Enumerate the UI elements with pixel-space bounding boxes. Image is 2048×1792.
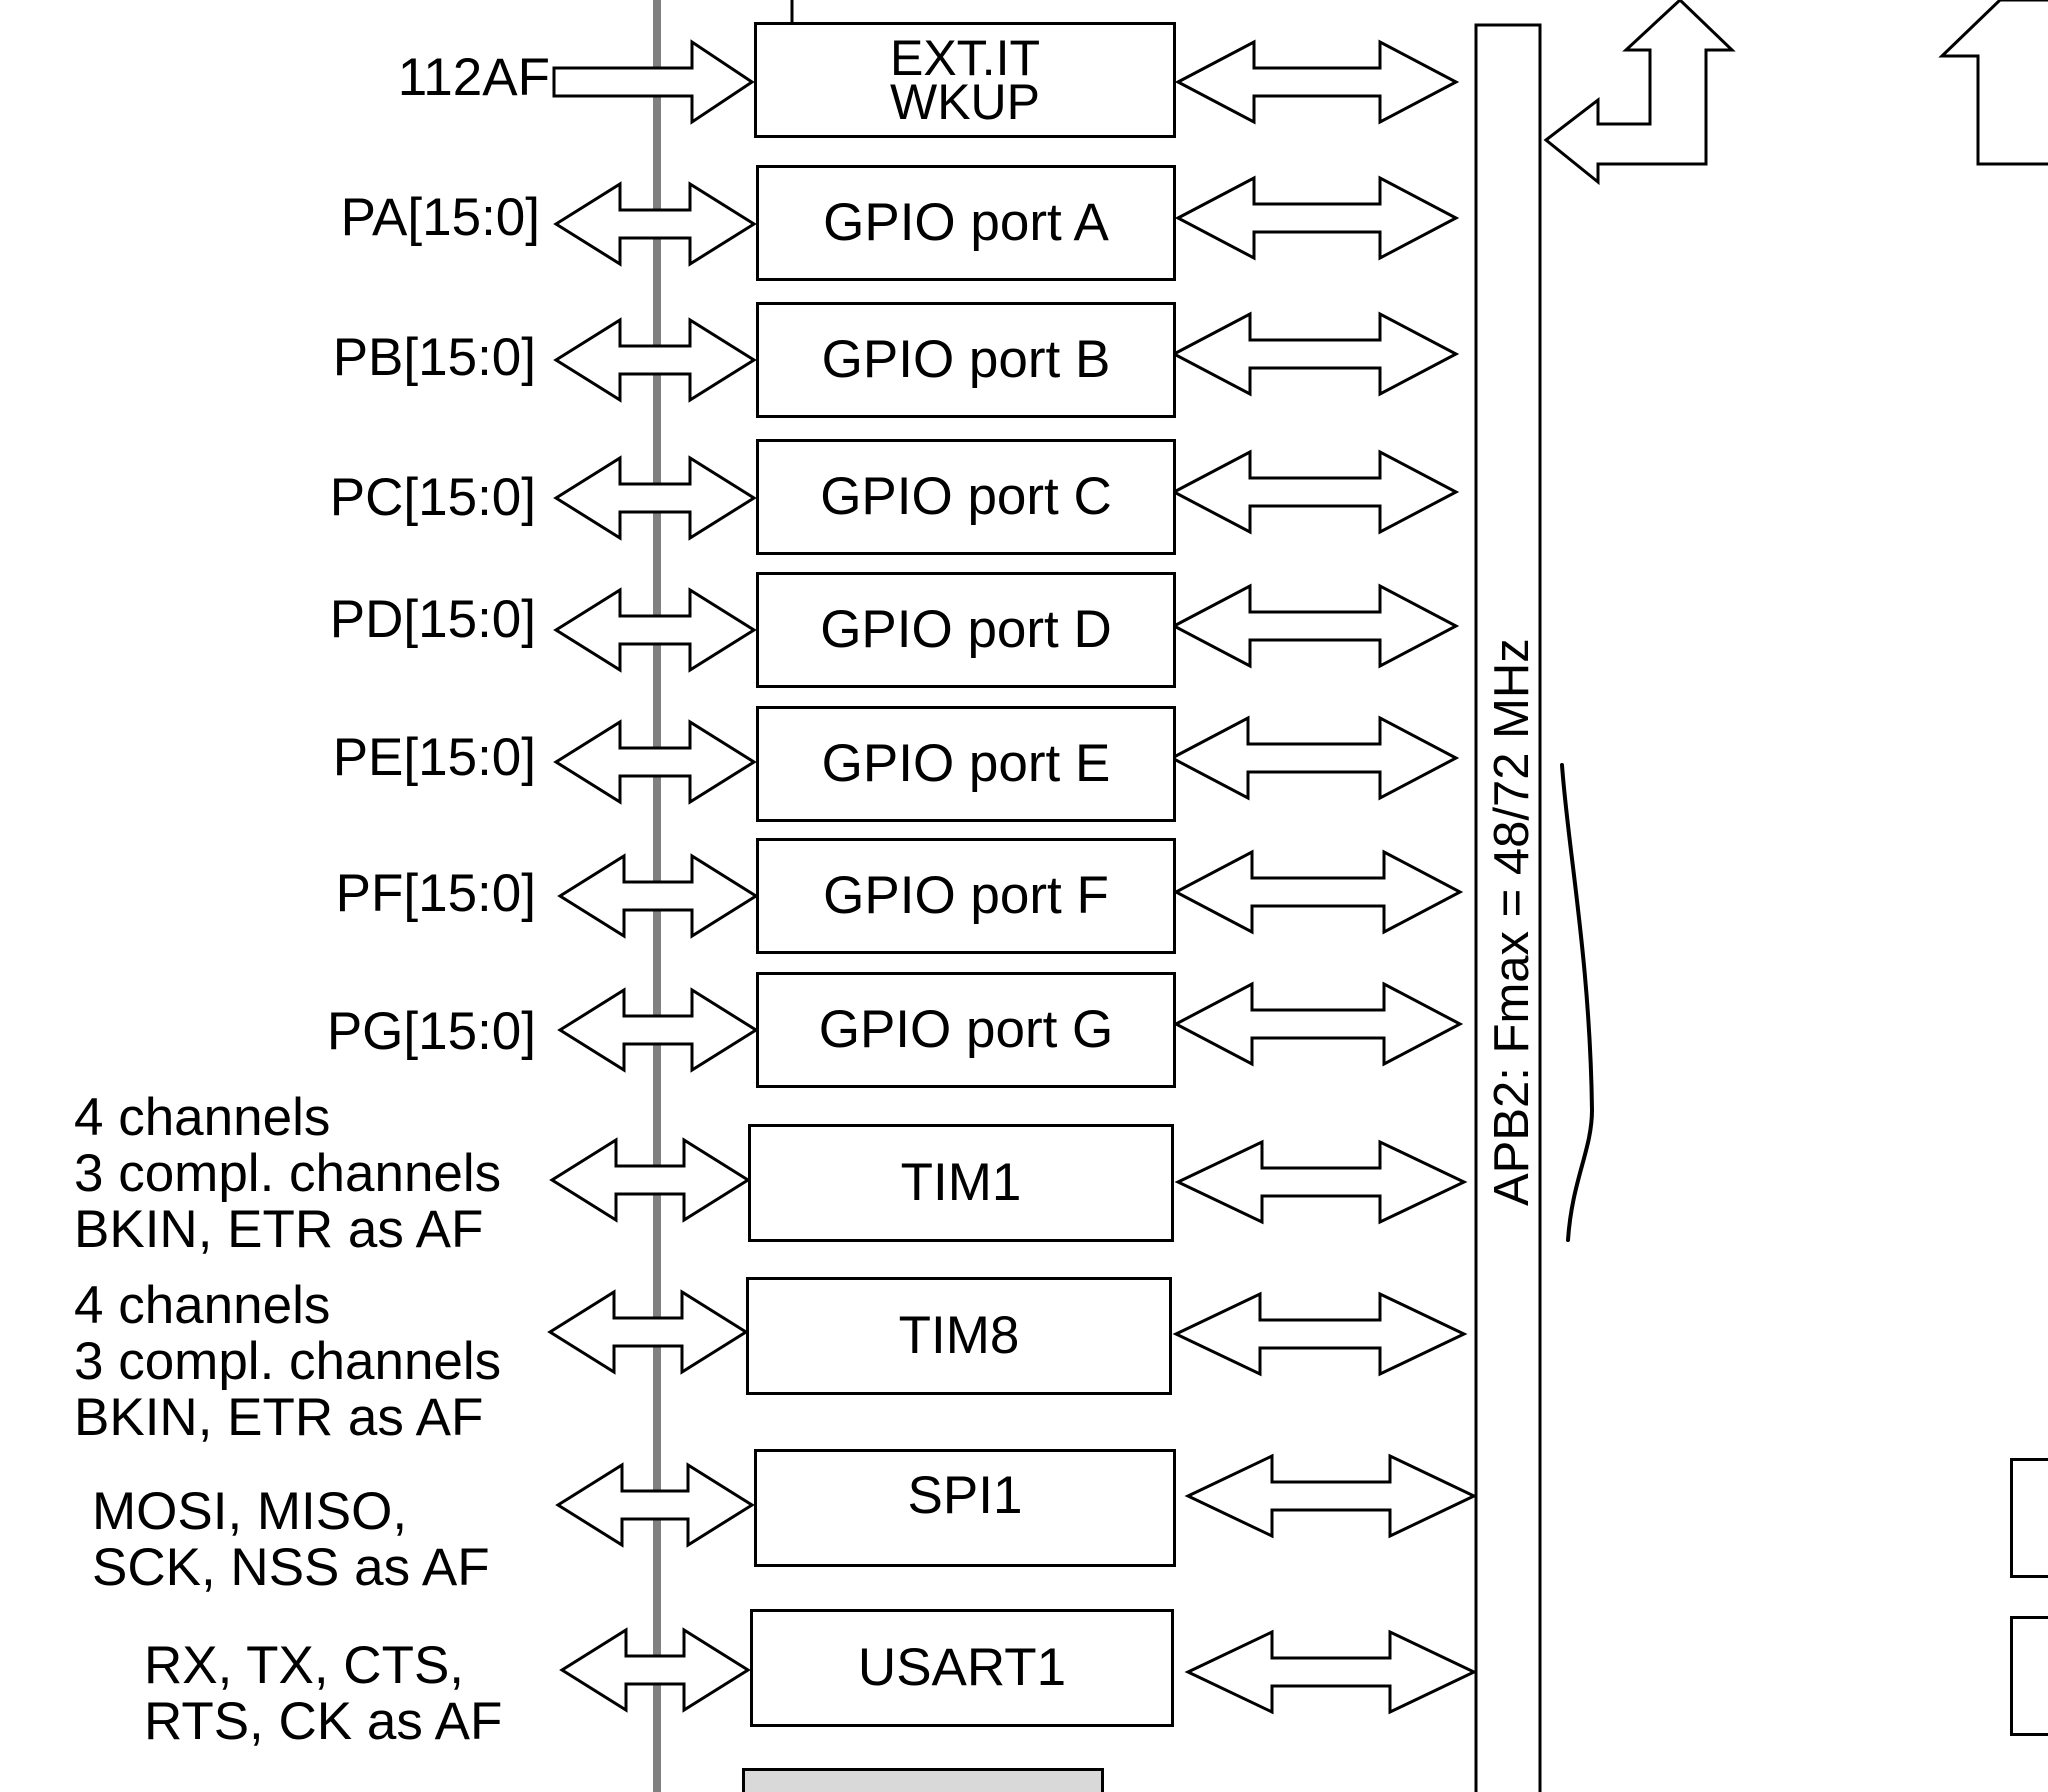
signal-label-pc: PC[15:0]: [329, 468, 536, 527]
signal-label-pf: PF[15:0]: [335, 864, 536, 923]
arrow-gpio-b-to-bus: [1170, 311, 1460, 397]
tim1-block: TIM1: [748, 1124, 1174, 1242]
arrow-gpio-a-to-bus: [1174, 175, 1460, 261]
arrow-pa: [553, 181, 757, 267]
gpio-port-b-block: GPIO port B: [756, 302, 1176, 418]
gpio-port-c-label: GPIO port C: [820, 467, 1112, 526]
signal-label-pa: PA[15:0]: [340, 188, 540, 247]
usart1-signal-line1: RX, TX, CTS,: [144, 1636, 465, 1695]
tim8-block: TIM8: [746, 1277, 1172, 1395]
right-partial-box-2: [2010, 1616, 2048, 1736]
right-partial-box-1: [2010, 1458, 2048, 1578]
ext-it-wkup-block: EXT.IT WKUP: [754, 22, 1176, 138]
arrow-pc: [553, 455, 757, 541]
arrow-spi1-to-bus: [1184, 1453, 1478, 1539]
spi1-signal-line2: SCK, NSS as AF: [92, 1538, 490, 1597]
arrow-tim8: [547, 1289, 749, 1375]
gpio-port-f-block: GPIO port F: [756, 838, 1176, 954]
signal-label-pb: PB[15:0]: [332, 328, 536, 387]
gpio-port-a-block: GPIO port A: [756, 165, 1176, 281]
spi1-label: SPI1: [907, 1466, 1023, 1525]
bracket-curve: [1560, 763, 1595, 1242]
arrow-gpio-c-to-bus: [1170, 449, 1460, 535]
signal-label-pe: PE[15:0]: [332, 728, 536, 787]
arrow-pf: [557, 853, 759, 939]
arrow-gpio-e-to-bus: [1168, 715, 1460, 801]
arrow-pd: [553, 587, 757, 673]
arrow-usart1-to-bus: [1184, 1629, 1478, 1715]
partial-arrow-far-right: [1938, 0, 2048, 166]
arrow-gpio-f-to-bus: [1172, 849, 1464, 935]
arrow-tim1: [549, 1137, 751, 1223]
gpio-port-e-label: GPIO port E: [821, 734, 1111, 793]
spi1-block: SPI1: [754, 1449, 1176, 1567]
arrow-gpio-g-to-bus: [1172, 981, 1464, 1067]
tim8-signal-line1: 4 channels: [74, 1276, 331, 1335]
next-block-partial: [742, 1768, 1104, 1792]
signal-label-112af: 112AF: [397, 48, 550, 107]
gpio-port-c-block: GPIO port C: [756, 439, 1176, 555]
tim8-signal-line2: 3 compl. channels: [74, 1332, 502, 1391]
gpio-port-f-label: GPIO port F: [823, 866, 1109, 925]
arrow-usart1: [559, 1627, 751, 1713]
arrow-tim8-to-bus: [1172, 1291, 1468, 1377]
gpio-port-g-block: GPIO port G: [756, 972, 1176, 1088]
arrow-112af-to-ext: [552, 39, 755, 125]
tim1-signal-line3: BKIN, ETR as AF: [74, 1200, 484, 1259]
signal-label-pg: PG[15:0]: [326, 1002, 536, 1061]
spi1-signal-line1: MOSI, MISO,: [92, 1482, 408, 1541]
ext-it-label: EXT.IT: [889, 30, 1041, 86]
tim8-signal-line3: BKIN, ETR as AF: [74, 1388, 484, 1447]
apb2-bus-bar: [1474, 23, 1542, 1792]
elbow-arrow-top-right: [1543, 0, 1736, 186]
apb2-bus-label: APB2: Fmax = 48/72 MHz: [1485, 638, 1539, 1206]
gpio-port-d-label: GPIO port D: [820, 600, 1112, 659]
tim1-signal-line1: 4 channels: [74, 1088, 331, 1147]
gpio-port-g-label: GPIO port G: [818, 1000, 1114, 1059]
tim1-signal-line2: 3 compl. channels: [74, 1144, 502, 1203]
gpio-port-d-block: GPIO port D: [756, 572, 1176, 688]
tim8-label: TIM8: [898, 1306, 1020, 1365]
gpio-port-b-label: GPIO port B: [821, 330, 1111, 389]
gpio-port-a-label: GPIO port A: [823, 193, 1109, 252]
usart1-label: USART1: [857, 1638, 1067, 1697]
arrow-pe: [553, 719, 757, 805]
arrow-pg: [557, 987, 759, 1073]
arrow-ext-to-bus: [1174, 39, 1460, 125]
arrow-gpio-d-to-bus: [1170, 583, 1460, 669]
arrow-tim1-to-bus: [1174, 1139, 1468, 1225]
usart1-signal-line2: RTS, CK as AF: [144, 1692, 503, 1751]
arrow-pb: [553, 317, 757, 403]
gpio-port-e-block: GPIO port E: [756, 706, 1176, 822]
signal-label-pd: PD[15:0]: [329, 590, 536, 649]
wkup-label: WKUP: [890, 74, 1040, 130]
usart1-block: USART1: [750, 1609, 1174, 1727]
tim1-label: TIM1: [900, 1153, 1022, 1212]
arrow-spi1: [555, 1462, 755, 1548]
